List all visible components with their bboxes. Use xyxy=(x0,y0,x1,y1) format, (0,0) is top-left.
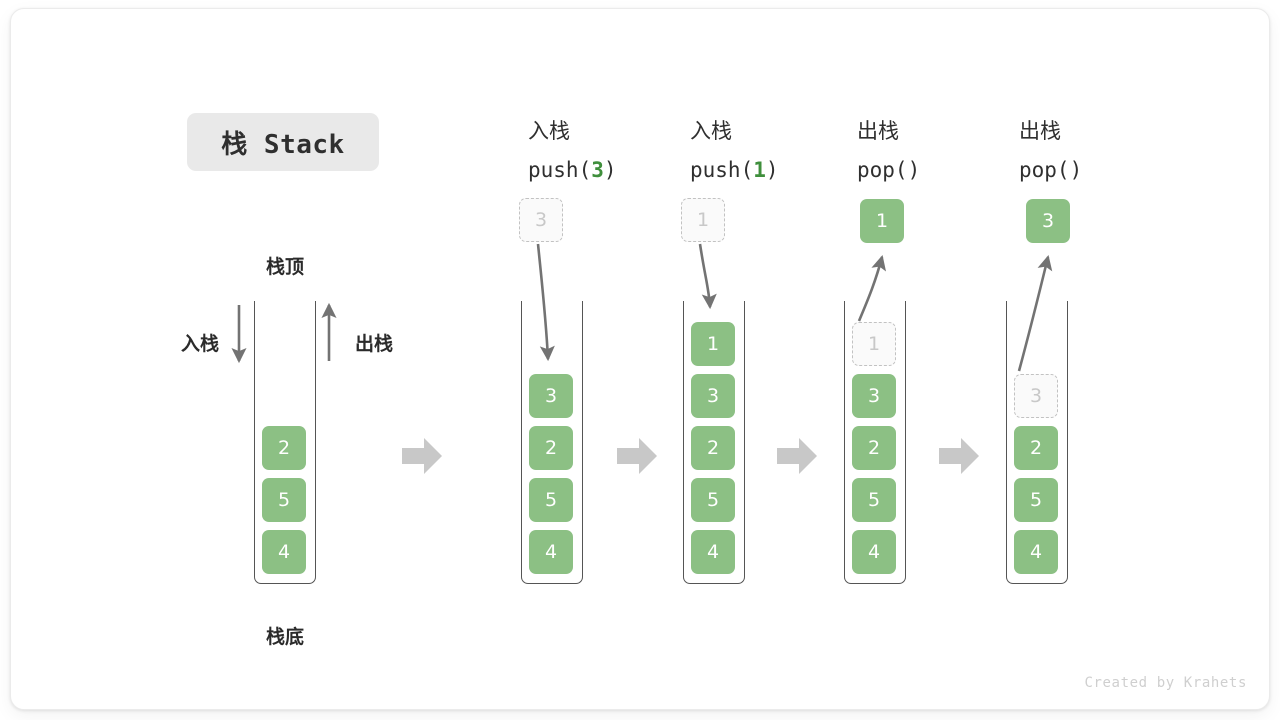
col-head-cn-push-1: 入栈 xyxy=(690,120,732,143)
stack-cell: 5 xyxy=(262,478,306,522)
stack-cell: 2 xyxy=(1014,426,1058,470)
stack-cell: 5 xyxy=(852,478,896,522)
col-head-cn-pop-1: 出栈 xyxy=(857,120,899,143)
floating-cell-pop-3: 3 xyxy=(1026,199,1070,243)
diagram-stage: 栈 Stack 栈顶 栈底 入栈 出栈 入栈 push(3) 入栈 push(1… xyxy=(11,9,1269,709)
stack-container-push-3 xyxy=(521,301,583,584)
op-suffix: ) xyxy=(765,158,779,182)
op-prefix: pop( xyxy=(857,158,908,182)
stack-cell: 4 xyxy=(852,530,896,574)
col-head-op-push-3: push(3) xyxy=(528,151,688,189)
flow-arrow-4 xyxy=(939,438,979,474)
stack-cell: 3 xyxy=(529,374,573,418)
stack-cell: 5 xyxy=(529,478,573,522)
stack-container-push-1 xyxy=(683,301,745,584)
floating-cell-pop-1: 1 xyxy=(860,199,904,243)
col-head-op-push-1: push(1) xyxy=(690,151,850,189)
stack-cell: 4 xyxy=(691,530,735,574)
stack-cell: 2 xyxy=(262,426,306,470)
op-arg: 1 xyxy=(753,158,766,182)
col-head-push-3: 入栈 push(3) xyxy=(528,113,688,189)
op-arg: 3 xyxy=(591,158,604,182)
label-pop-side: 出栈 xyxy=(355,334,394,355)
diagram-title-chip: 栈 Stack xyxy=(187,113,379,171)
stack-cell: 4 xyxy=(529,530,573,574)
op-prefix: push( xyxy=(690,158,754,182)
stack-cell: 3 xyxy=(691,374,735,418)
op-suffix: ) xyxy=(1069,158,1083,182)
diagram-title-text: 栈 Stack xyxy=(221,129,345,160)
stack-cell: 5 xyxy=(691,478,735,522)
stack-cell: 5 xyxy=(1014,478,1058,522)
stack-container-pop-1 xyxy=(844,301,906,584)
diagram-card: 栈 Stack 栈顶 栈底 入栈 出栈 入栈 push(3) 入栈 push(1… xyxy=(10,8,1270,710)
op-suffix: ) xyxy=(907,158,921,182)
col-head-op-pop-3: pop() xyxy=(1019,151,1179,189)
flow-arrow-2 xyxy=(617,438,657,474)
stack-cell: 1 xyxy=(852,322,896,366)
push-1-motion-arrow xyxy=(698,243,717,310)
stack-cell: 2 xyxy=(691,426,735,470)
col-head-pop-3: 出栈 pop() xyxy=(1019,113,1179,189)
col-head-pop-1: 出栈 pop() xyxy=(857,113,1017,189)
col-head-op-pop-1: pop() xyxy=(857,151,1017,189)
floating-cell-push-3: 3 xyxy=(519,198,563,242)
watermark: Created by Krahets xyxy=(1084,675,1247,691)
stack-cell: 1 xyxy=(691,322,735,366)
col-head-push-1: 入栈 push(1) xyxy=(690,113,850,189)
stack-cell: 2 xyxy=(529,426,573,470)
label-stack-bottom: 栈底 xyxy=(266,627,305,648)
floating-cell-push-1: 1 xyxy=(681,198,725,242)
label-push-side: 入栈 xyxy=(181,334,220,355)
stack-cell: 3 xyxy=(1014,374,1058,418)
stack-cell: 3 xyxy=(852,374,896,418)
label-stack-top: 栈顶 xyxy=(266,257,305,278)
op-prefix: pop( xyxy=(1019,158,1070,182)
flow-arrow-3 xyxy=(777,438,817,474)
op-prefix: push( xyxy=(528,158,592,182)
col-head-cn-push-3: 入栈 xyxy=(528,120,570,143)
col-head-cn-pop-3: 出栈 xyxy=(1019,120,1061,143)
stack-container-pop-3 xyxy=(1006,301,1068,584)
stack-container-initial xyxy=(254,301,316,584)
stack-cell: 4 xyxy=(262,530,306,574)
flow-arrow-1 xyxy=(402,438,442,474)
op-suffix: ) xyxy=(603,158,617,182)
stack-cell: 4 xyxy=(1014,530,1058,574)
stack-cell: 2 xyxy=(852,426,896,470)
